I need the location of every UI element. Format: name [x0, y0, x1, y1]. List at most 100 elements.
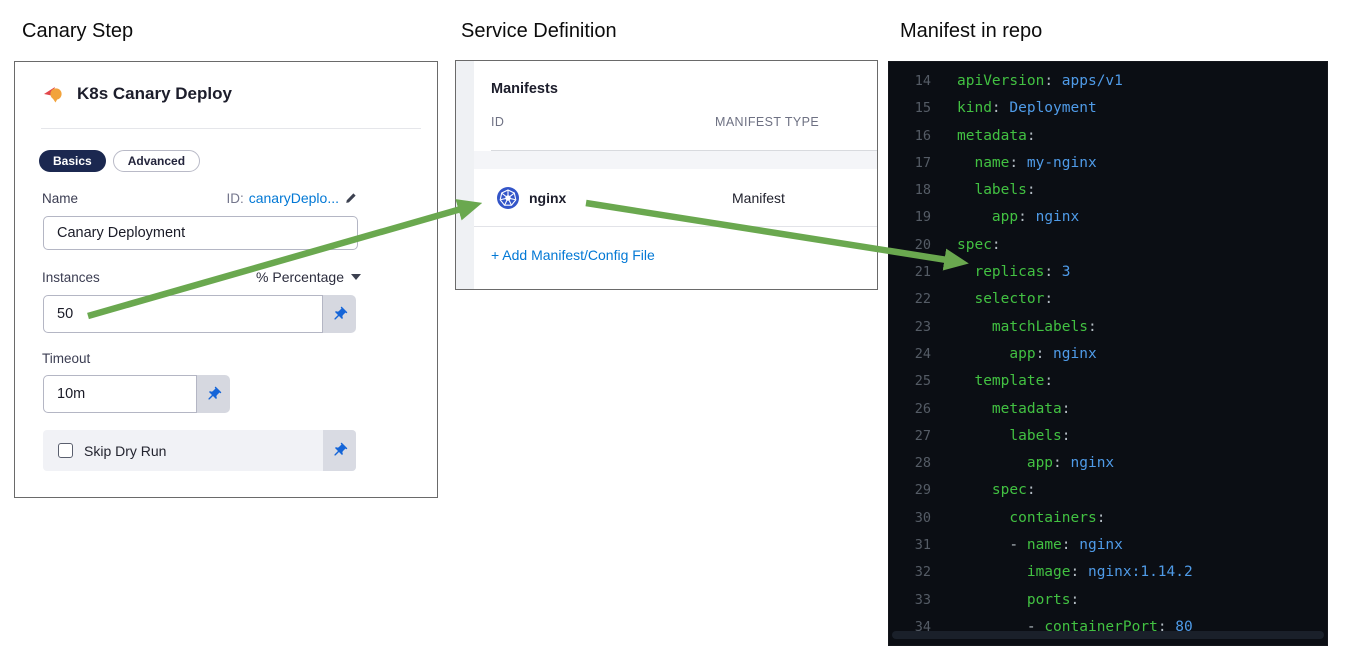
code-line: 31 - name: nginx	[889, 532, 1327, 559]
instances-unit-label: % Percentage	[256, 269, 344, 285]
line-number: 16	[914, 127, 931, 144]
manifest-id: nginx	[529, 189, 567, 206]
column-header-id: ID	[491, 115, 505, 129]
line-number: 26	[914, 400, 931, 417]
instances-unit-selector[interactable]: % Percentage	[256, 269, 361, 285]
tab-advanced[interactable]: Advanced	[112, 150, 201, 172]
yaml-key: name	[974, 154, 1010, 171]
add-manifest-link[interactable]: + Add Manifest/Config File	[491, 247, 655, 263]
line-number: 28	[914, 455, 931, 472]
yaml-key: metadata	[957, 127, 1027, 144]
line-number: 33	[914, 591, 931, 608]
tab-basics[interactable]: Basics	[39, 150, 106, 172]
column-header-manifest-type: MANIFEST TYPE	[715, 115, 820, 129]
yaml-value: nginx	[1026, 209, 1080, 226]
line-number: 24	[914, 345, 931, 362]
header-divider	[41, 128, 421, 129]
step-title: K8s Canary Deploy	[77, 84, 232, 103]
code-line: 25 template:	[889, 368, 1327, 395]
horizontal-scrollbar[interactable]	[892, 631, 1324, 639]
line-number: 34	[914, 618, 931, 635]
skip-dry-run-row: Skip Dry Run	[43, 430, 356, 471]
line-number: 32	[914, 564, 931, 581]
yaml-key: containerPort	[1044, 618, 1158, 635]
code-line: 23 matchLabels:	[889, 314, 1327, 341]
code-line: 34 - containerPort: 80	[889, 614, 1327, 641]
yaml-value: 3	[1053, 264, 1071, 281]
yaml-key: replicas	[974, 264, 1045, 281]
step-id-link[interactable]: canaryDeplo...	[248, 190, 339, 206]
yaml-value: nginx:1.14.2	[1079, 564, 1193, 581]
instances-field-label: Instances	[42, 269, 100, 285]
skip-dry-run-checkbox[interactable]	[58, 443, 73, 458]
code-line: 22 selector:	[889, 286, 1327, 313]
code-line: 33 ports:	[889, 587, 1327, 614]
line-number: 25	[914, 373, 931, 390]
timeout-runtime-pin-button[interactable]	[197, 375, 230, 413]
yaml-value: Deployment	[1000, 100, 1097, 117]
manifest-row-list: nginx Manifest	[474, 169, 877, 227]
section-title-canary-step: Canary Step	[22, 20, 134, 42]
yaml-key: ports	[1026, 591, 1071, 608]
service-definition-panel: Manifests ID MANIFEST TYPE nginx Manifest…	[455, 60, 878, 290]
code-line: 27 labels:	[889, 423, 1327, 450]
section-title-manifest-in-repo: Manifest in repo	[900, 20, 1043, 42]
table-header-divider	[491, 150, 877, 151]
chevron-down-icon	[351, 274, 361, 280]
code-line: 24 app: nginx	[889, 341, 1327, 368]
yaml-key: app	[991, 209, 1019, 226]
yaml-value: nginx	[1044, 345, 1097, 362]
manifest-type: Manifest	[732, 189, 785, 206]
line-number: 30	[914, 509, 931, 526]
yaml-value: nginx	[1070, 537, 1123, 554]
yaml-key: labels	[974, 182, 1027, 199]
line-number: 17	[914, 154, 931, 171]
code-line: 17 name: my-nginx	[889, 150, 1327, 177]
code-line: 21 replicas: 3	[889, 259, 1327, 286]
yaml-value: nginx	[1061, 455, 1115, 472]
name-input[interactable]	[43, 216, 358, 250]
step-tabs: Basics Advanced	[39, 150, 201, 172]
instances-input[interactable]	[43, 295, 323, 333]
panel-left-gutter	[456, 61, 474, 289]
manifest-row[interactable]: nginx Manifest	[474, 169, 877, 227]
name-field-label: Name	[42, 190, 79, 206]
line-number: 14	[914, 73, 931, 89]
line-number: 22	[914, 291, 931, 308]
yaml-key: template	[974, 373, 1045, 390]
code-line: 32 image: nginx:1.14.2	[889, 559, 1327, 586]
code-line: 30 containers:	[889, 505, 1327, 532]
line-number: 20	[914, 236, 931, 253]
yaml-key: matchLabels	[991, 318, 1088, 335]
line-number: 18	[914, 182, 931, 199]
line-number: 19	[914, 209, 931, 226]
timeout-field-label: Timeout	[42, 351, 91, 366]
yaml-key: image	[1026, 564, 1071, 581]
yaml-key: app	[1026, 455, 1054, 472]
code-line: 18 labels:	[889, 177, 1327, 204]
yaml-value: apps/v1	[1053, 73, 1123, 89]
yaml-key: spec	[991, 482, 1027, 499]
instances-runtime-pin-button[interactable]	[323, 295, 356, 333]
edit-pencil-icon[interactable]	[344, 191, 358, 205]
line-number: 23	[914, 318, 931, 335]
code-line: 28 app: nginx	[889, 450, 1327, 477]
section-title-service-definition: Service Definition	[461, 20, 617, 42]
table-background-band	[474, 151, 877, 169]
line-number: 27	[914, 427, 931, 444]
line-number: 21	[914, 264, 931, 281]
line-number: 29	[914, 482, 931, 499]
yaml-key: kind	[957, 100, 992, 117]
yaml-key: selector	[974, 291, 1045, 308]
yaml-key: app	[1009, 345, 1036, 362]
timeout-input[interactable]	[43, 375, 197, 413]
yaml-value: 80	[1166, 618, 1193, 635]
skip-dry-run-runtime-pin-button[interactable]	[323, 430, 356, 471]
manifests-section-title: Manifests	[491, 81, 558, 97]
kubernetes-icon	[497, 186, 519, 209]
canary-bird-icon	[42, 85, 66, 103]
